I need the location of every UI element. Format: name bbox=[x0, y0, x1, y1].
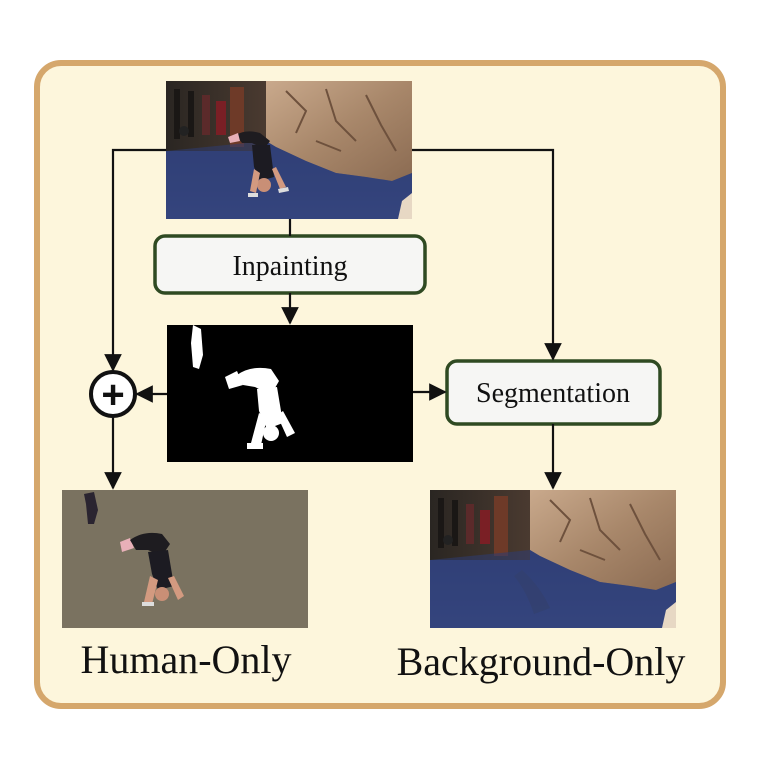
background-only-caption: Background-Only bbox=[397, 639, 686, 684]
combine-plus-node: + bbox=[89, 370, 137, 418]
arrow-input-to-segmentation bbox=[412, 148, 562, 361]
human-only-image bbox=[62, 490, 308, 628]
combine-plus-symbol: + bbox=[101, 373, 124, 417]
segmentation-label: Segmentation bbox=[476, 378, 630, 409]
mask-frame-image bbox=[167, 325, 413, 462]
inpainting-label: Inpainting bbox=[232, 251, 347, 282]
inpainting-box: Inpainting bbox=[153, 234, 427, 295]
human-only-caption: Human-Only bbox=[80, 637, 291, 682]
background-only-image bbox=[429, 489, 677, 629]
connectors bbox=[104, 148, 562, 490]
handstand-person-figure bbox=[228, 131, 289, 197]
arrow-input-to-combine bbox=[104, 148, 166, 372]
input-frame-image bbox=[165, 80, 413, 220]
handstand-person-figure bbox=[120, 532, 184, 606]
segmentation-box: Segmentation bbox=[445, 359, 662, 426]
human-mask-silhouette bbox=[225, 367, 295, 449]
